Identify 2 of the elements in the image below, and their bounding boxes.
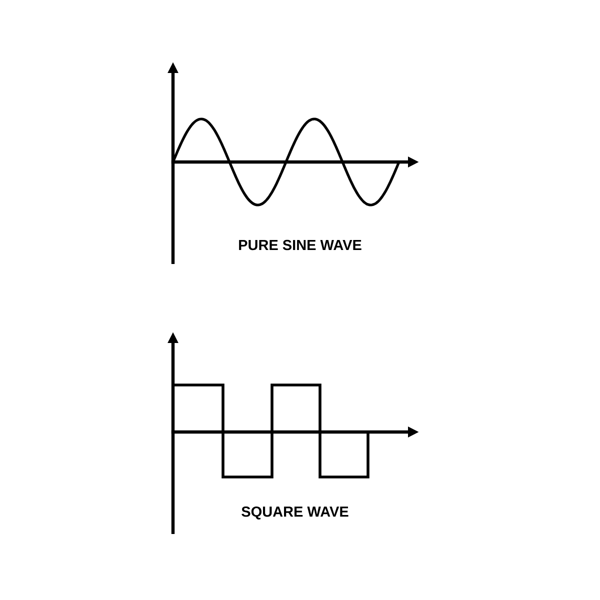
caption-text: PURE SINE WAVE	[239, 240, 362, 250]
caption-text: SQUARE WAVE	[242, 506, 348, 520]
